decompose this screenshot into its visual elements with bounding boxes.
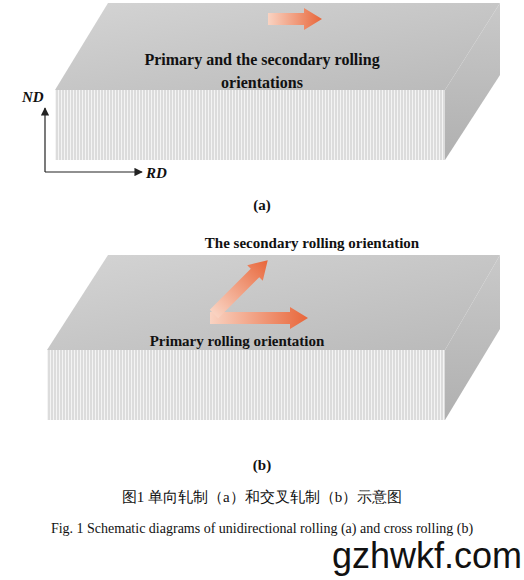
panel-label: (a) bbox=[232, 196, 292, 214]
axis-label: RD bbox=[146, 164, 186, 182]
slab-block: Primary and the secondary rolling orient… bbox=[50, 0, 505, 166]
rd-axis bbox=[45, 171, 142, 172]
rolling-arrow-shape bbox=[206, 252, 275, 321]
axis-label: ND bbox=[22, 88, 62, 106]
rolling-arrow bbox=[268, 8, 322, 30]
slab-front-face bbox=[55, 90, 445, 160]
nd-axis bbox=[44, 108, 45, 172]
slab-front-face bbox=[47, 350, 445, 420]
rolling-arrow-shape bbox=[268, 8, 322, 30]
figure-caption: 图1 单向轧制（a）和交叉轧制（b）示意图 bbox=[20, 488, 504, 507]
orientation-label: Primary and the secondary rolling orient… bbox=[112, 48, 412, 94]
slab-shape bbox=[42, 232, 505, 426]
watermark: gzhwkf.com bbox=[326, 536, 522, 576]
rolling-arrow bbox=[206, 252, 275, 321]
panel-label: (b) bbox=[232, 456, 292, 474]
orientation-label: Primary rolling orientation bbox=[82, 331, 392, 353]
slab-block: The secondary rolling orientationPrimary… bbox=[42, 232, 505, 426]
orientation-label: The secondary rolling orientation bbox=[137, 233, 487, 255]
